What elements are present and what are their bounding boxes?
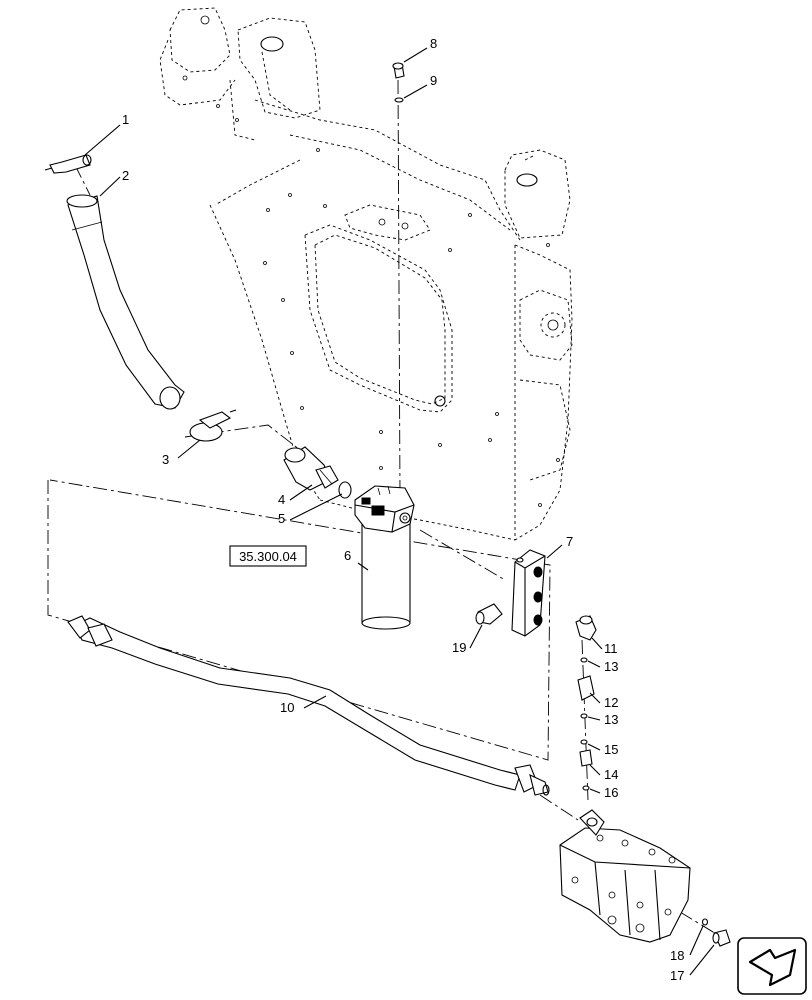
callout-5: 5 [278, 511, 285, 526]
callout-14: 14 [604, 767, 618, 782]
callout-13b: 13 [604, 712, 618, 727]
callout-7: 7 [566, 534, 573, 549]
control-valve [559, 809, 691, 943]
hose-clamp-top [44, 154, 92, 174]
callout-12: 12 [604, 695, 618, 710]
callout-1: 1 [122, 112, 129, 127]
callout-6: 6 [344, 548, 351, 563]
callout-9: 9 [430, 73, 437, 88]
callout-labels: 1 2 3 4 5 6 7 8 9 10 11 13 12 13 15 14 1… [122, 36, 684, 983]
assembly-axis-bottom-fitting [679, 911, 719, 936]
assembly-axis-hose-frame [47, 479, 551, 761]
callout-13a: 13 [604, 659, 618, 674]
callout-4: 4 [278, 492, 285, 507]
callout-16: 16 [604, 785, 618, 800]
plug-fitting [701, 918, 731, 947]
callout-17: 17 [670, 968, 684, 983]
assembly-axis-vertical [397, 79, 401, 496]
reference-box-label: 35.300.04 [239, 549, 297, 564]
manifold-block [511, 549, 546, 637]
o-ring [338, 481, 352, 499]
machine-frame [159, 7, 573, 541]
assembly-axis-left-hose [74, 164, 91, 196]
assembly-axis-right-stack [581, 639, 589, 801]
callout-3: 3 [162, 452, 169, 467]
pressure-hose-long [67, 615, 550, 796]
callout-19: 19 [452, 640, 466, 655]
hydraulic-filter [354, 485, 415, 630]
adapter-fitting [283, 446, 339, 491]
reference-box[interactable]: 35.300.04 [229, 545, 307, 567]
bolt [392, 62, 405, 79]
elbow-fitting [475, 603, 503, 625]
callout-2: 2 [122, 168, 129, 183]
callout-18: 18 [670, 948, 684, 963]
callout-11: 11 [604, 641, 618, 656]
assembly-axis-hose-valve [539, 794, 579, 821]
hose-clamp-bottom [189, 409, 237, 442]
suction-hose-curved [66, 194, 185, 410]
next-page-arrow-icon[interactable] [737, 937, 807, 995]
callout-10: 10 [280, 700, 294, 715]
fitting-stack [575, 615, 597, 791]
assembly-axis-filter-block [419, 529, 506, 581]
leader-lines [84, 47, 715, 976]
callout-8: 8 [430, 36, 437, 51]
washer [394, 97, 404, 103]
callout-15: 15 [604, 742, 618, 757]
